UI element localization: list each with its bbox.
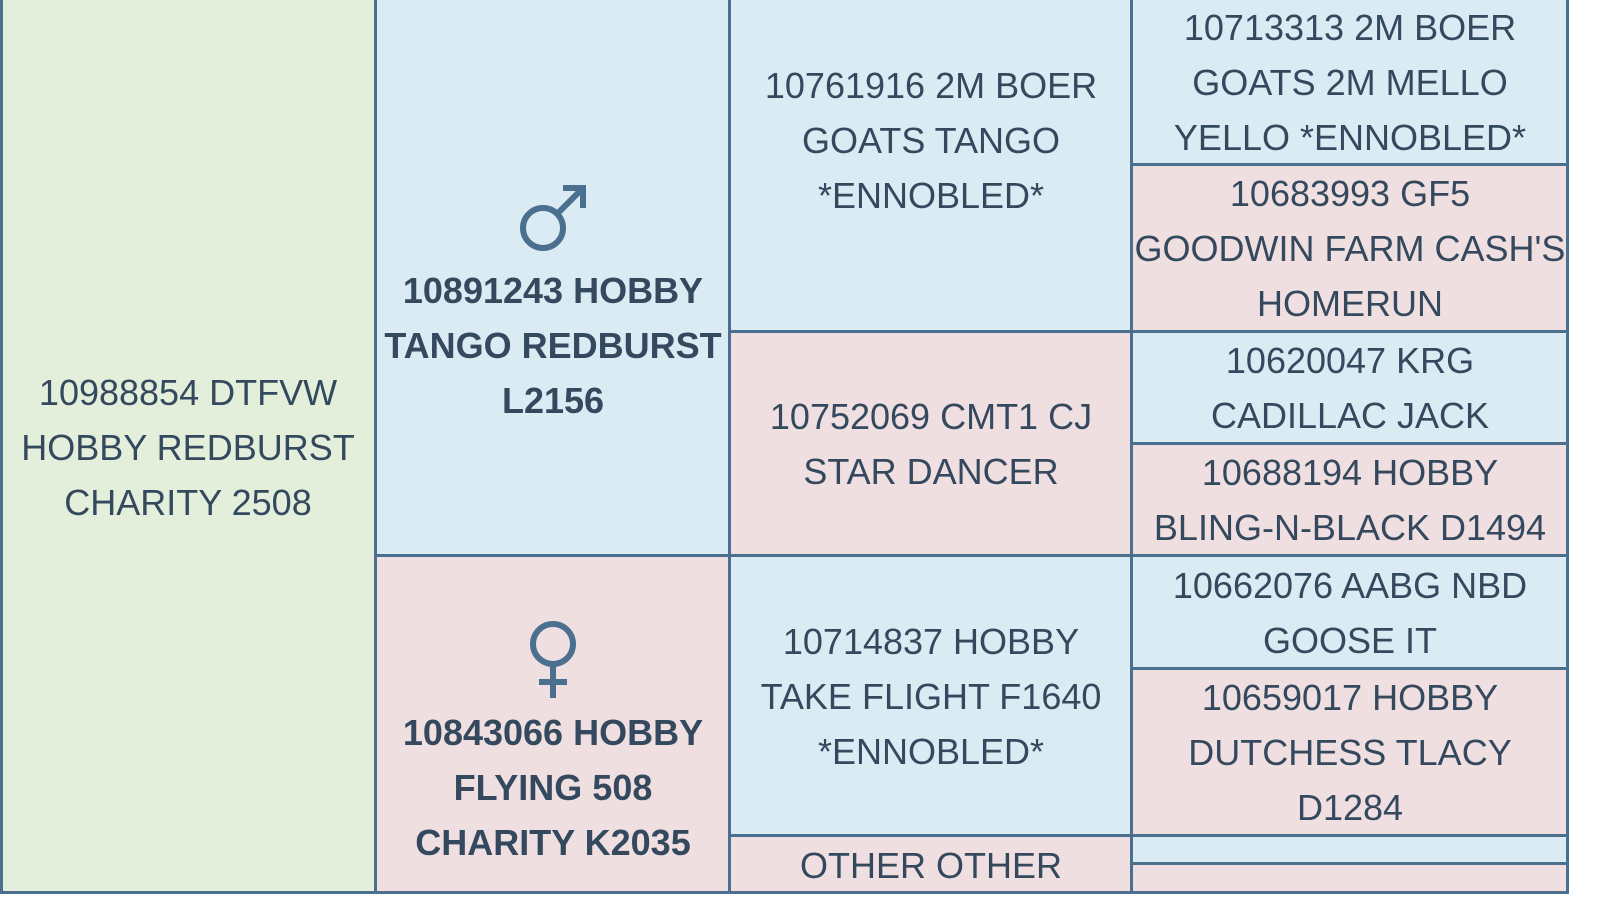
sire-sire-dam-name: 10683993 GF5 GOODWIN FARM CASH'S HOMERUN [1134,173,1566,324]
sire-name: 10891243 HOBBY TANGO REDBURST L2156 [384,270,722,421]
divider [1130,163,1569,166]
sire-dam-name: 10752069 CMT1 CJ STAR DANCER [769,396,1093,492]
divider [728,0,731,894]
divider [0,0,3,894]
sire-dam-dam-cell[interactable]: 10688194 HOBBY BLING-N-BLACK D1494 [1132,444,1568,556]
divider [374,0,377,894]
dam-dam-cell[interactable]: OTHER OTHER [730,836,1132,894]
sire-sire-dam-cell[interactable]: 10683993 GF5 GOODWIN FARM CASH'S HOMERUN [1132,165,1568,332]
sire-dam-cell[interactable]: 10752069 CMT1 CJ STAR DANCER [730,332,1132,556]
dam-dam-name: OTHER OTHER [799,844,1062,886]
subject-name: 10988854 DTFVW HOBBY REDBURST CHARITY 25… [21,371,355,523]
divider [1130,667,1569,670]
sire-dam-sire-name: 10620047 KRG CADILLAC JACK [1210,340,1490,436]
divider [1130,0,1133,894]
sire-dam-sire-cell[interactable]: 10620047 KRG CADILLAC JACK [1132,332,1568,444]
divider [0,891,1569,894]
sire-sire-cell[interactable]: 10761916 2M BOER GOATS TANGO *ENNOBLED* [730,0,1132,332]
sire-sire-name: 10761916 2M BOER GOATS TANGO *ENNOBLED* [764,64,1098,216]
divider [374,554,1569,557]
male-symbol-icon [513,178,593,263]
dam-dam-dam-cell[interactable] [1132,864,1568,894]
divider [728,330,1569,333]
dam-sire-cell[interactable]: 10714837 HOBBY TAKE FLIGHT F1640 *ENNOBL… [730,556,1132,836]
divider [1130,862,1569,865]
dam-sire-dam-cell[interactable]: 10659017 HOBBY DUTCHESS TLACY D1284 [1132,669,1568,836]
divider [1130,442,1569,445]
sire-sire-sire-cell[interactable]: 10713313 2M BOER GOATS 2M MELLO YELLO *E… [1132,0,1568,165]
female-symbol-icon [523,620,583,705]
dam-name: 10843066 HOBBY FLYING 508 CHARITY K2035 [402,712,704,863]
divider [1566,0,1569,894]
sire-dam-dam-name: 10688194 HOBBY BLING-N-BLACK D1494 [1153,452,1547,548]
sire-sire-sire-name: 10713313 2M BOER GOATS 2M MELLO YELLO *E… [1173,7,1527,158]
dam-sire-dam-name: 10659017 HOBBY DUTCHESS TLACY D1284 [1188,677,1512,828]
subject-cell[interactable]: 10988854 DTFVW HOBBY REDBURST CHARITY 25… [0,0,376,894]
dam-cell[interactable]: 10843066 HOBBY FLYING 508 CHARITY K2035 [376,556,730,894]
dam-sire-sire-cell[interactable]: 10662076 AABG NBD GOOSE IT [1132,556,1568,669]
dam-sire-name: 10714837 HOBBY TAKE FLIGHT F1640 *ENNOBL… [760,620,1102,772]
sire-cell[interactable]: 10891243 HOBBY TANGO REDBURST L2156 [376,0,730,556]
dam-dam-sire-cell[interactable] [1132,836,1568,864]
dam-sire-sire-name: 10662076 AABG NBD GOOSE IT [1172,564,1528,661]
divider [728,834,1569,837]
